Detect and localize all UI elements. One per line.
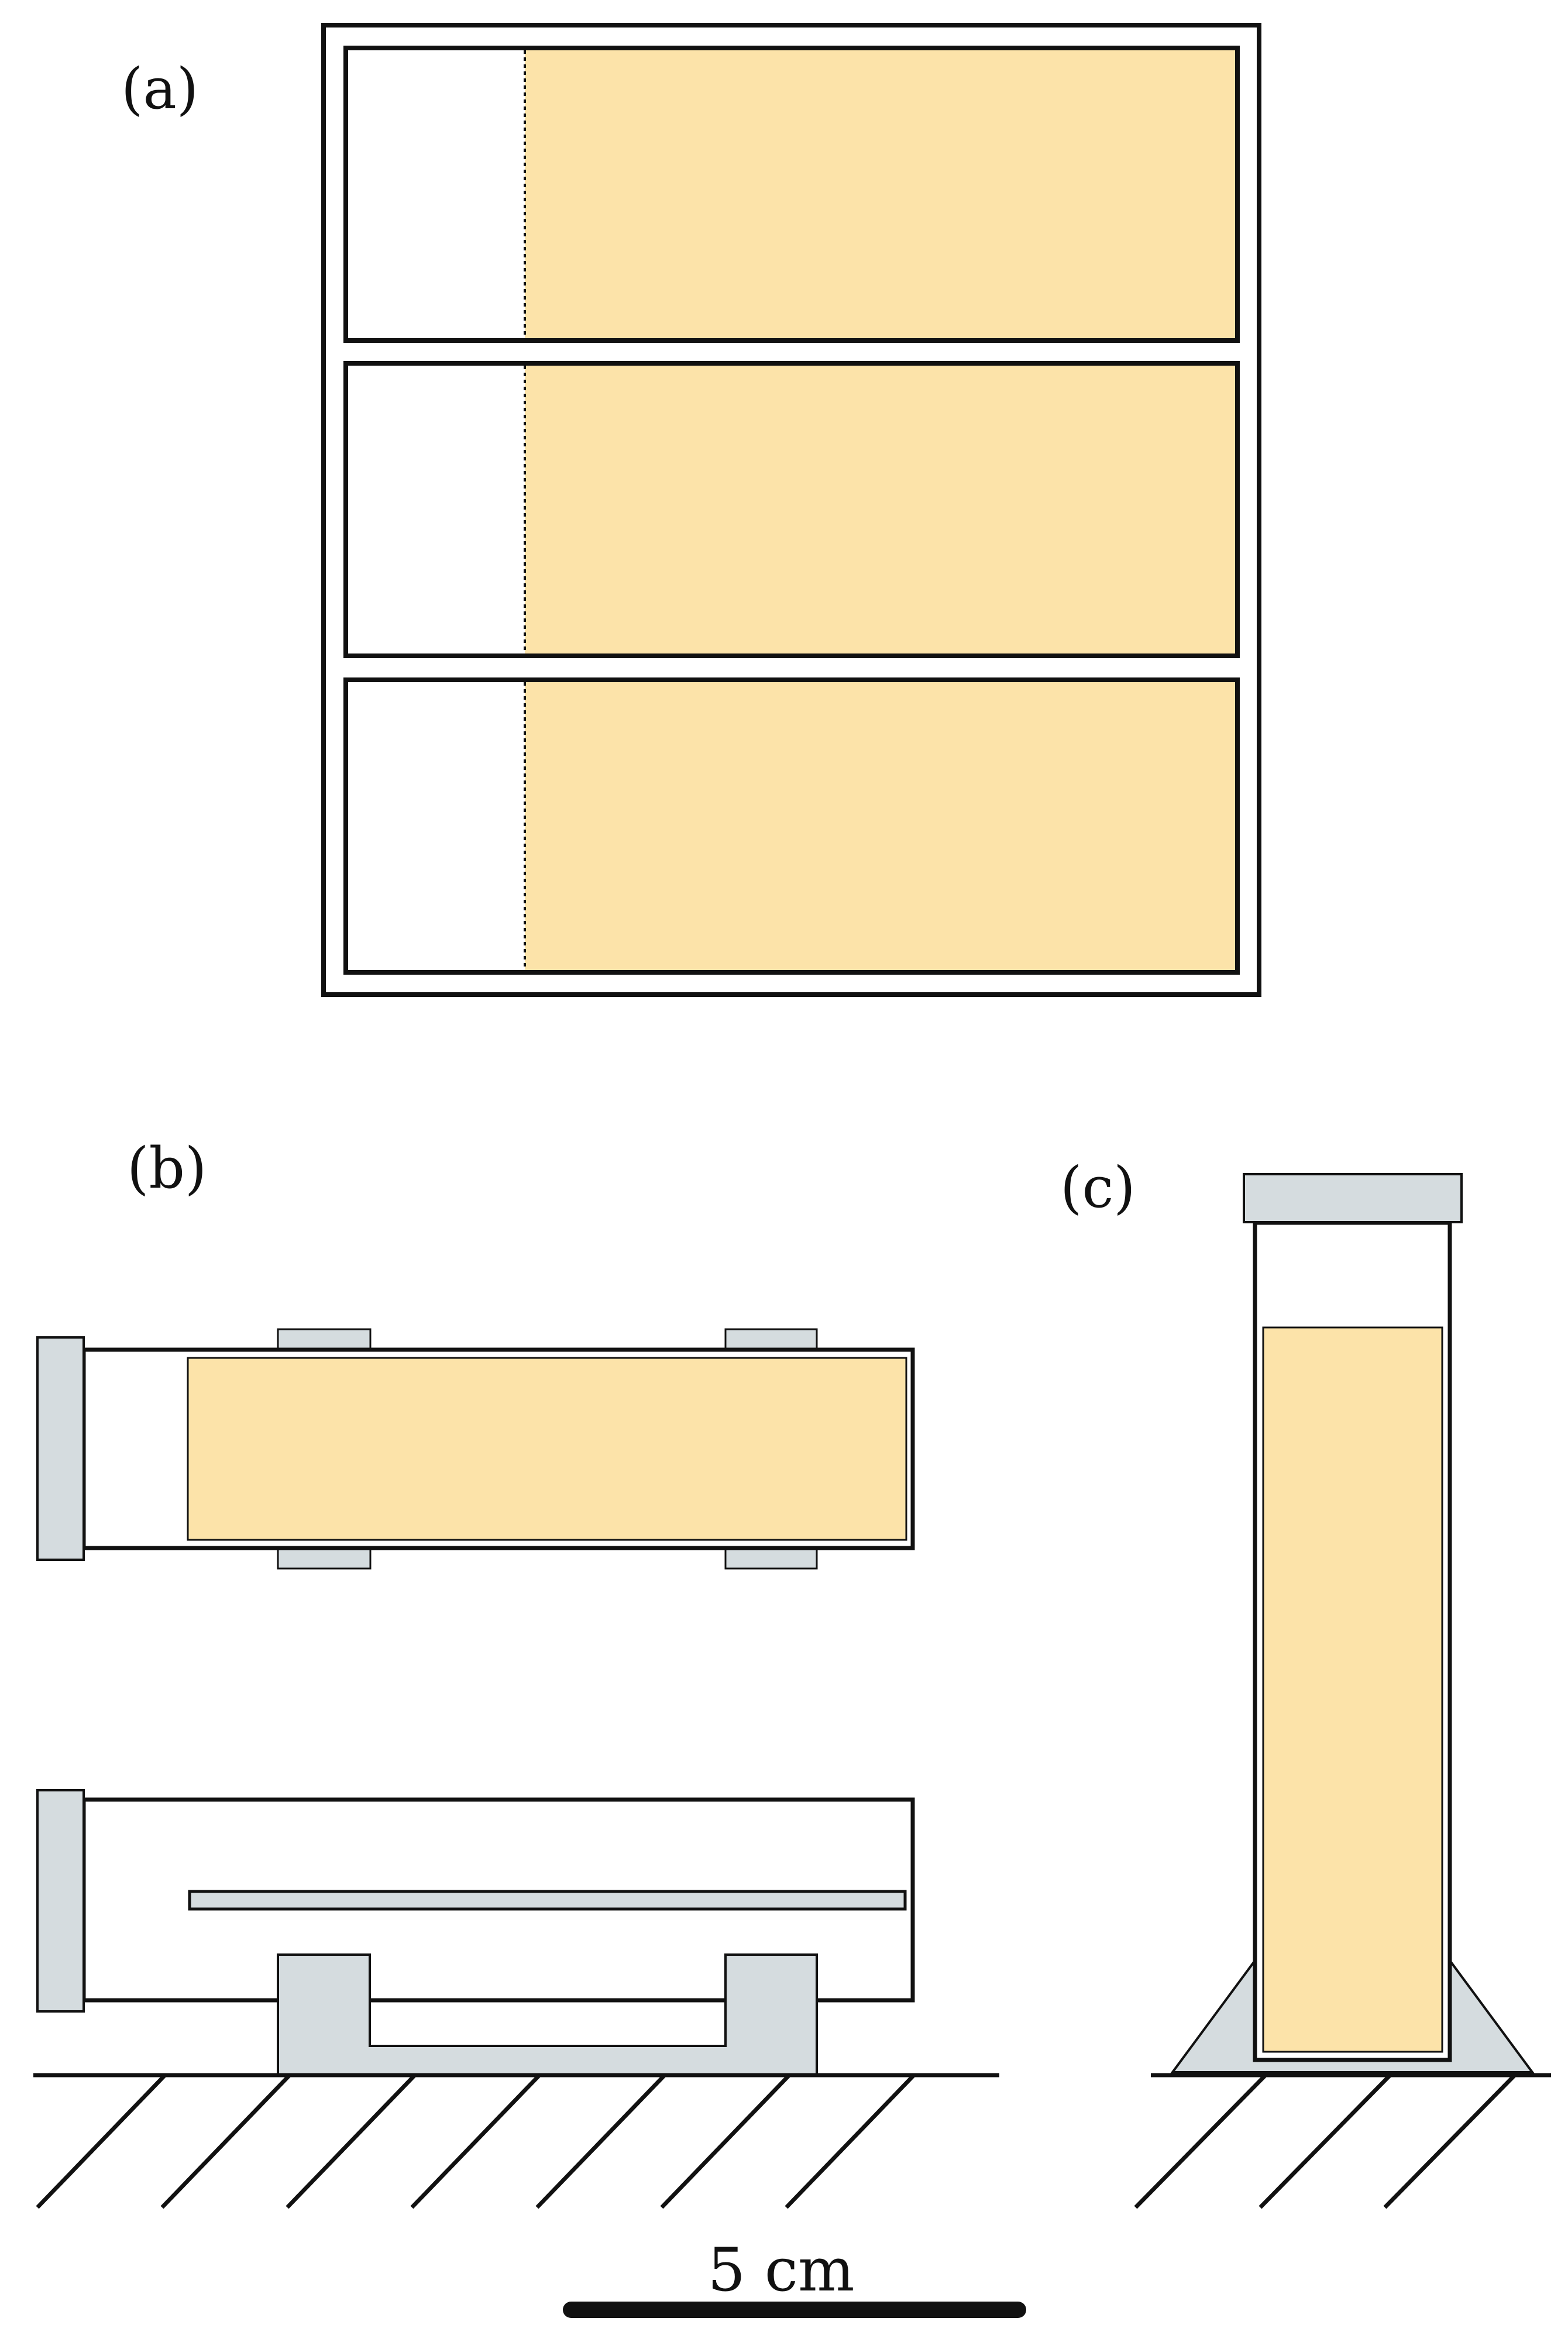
side-end-cap [36, 1789, 85, 2013]
scale-bar-label: 5 cm [707, 2235, 854, 2305]
holder-side-view [36, 1789, 915, 2076]
panel-a-label: (a) [121, 56, 198, 122]
sample-cell-3 [343, 677, 1240, 975]
sample-cell-3-fill [525, 682, 1235, 970]
holder-top-view [36, 1328, 915, 1570]
panel-a: (a) [121, 23, 1261, 997]
ground-b-hatch-4 [410, 2073, 541, 2209]
sample-cell-2 [343, 361, 1240, 658]
panel-c-label: (c) [1060, 1155, 1136, 1220]
sample-cell-1-fill [525, 50, 1235, 338]
ground-c [1134, 2073, 1551, 2209]
ground-c-hatch-3 [1383, 2073, 1517, 2209]
side-sample-plate [188, 1890, 907, 1911]
ground-c-hatch-2 [1258, 2073, 1392, 2209]
ground-b-hatch-1 [36, 2073, 167, 2209]
ground-b-hatch-2 [160, 2073, 291, 2209]
sample-cell-2-fill [525, 366, 1235, 653]
top-end-cap [36, 1336, 85, 1561]
ground-b [33, 2073, 999, 2209]
panel-b-label: (b) [127, 1136, 207, 1201]
sample-cell-1 [343, 46, 1240, 343]
upright-top-cap [1243, 1173, 1463, 1223]
ground-b-hatch-3 [286, 2073, 417, 2209]
ground-b-hatch-6 [660, 2073, 791, 2209]
upright-holder [1170, 1173, 1535, 2073]
panel-b: (b) [33, 1136, 999, 2209]
upright-sample [1262, 1326, 1443, 2053]
scale-bar: 5 cm [563, 2235, 1026, 2318]
ground-c-hatch-1 [1134, 2073, 1267, 2209]
panel-c: (c) [1060, 1155, 1551, 2209]
ground-b-hatch-5 [535, 2073, 666, 2209]
ground-b-hatch-7 [785, 2073, 916, 2209]
top-sample [187, 1357, 907, 1541]
